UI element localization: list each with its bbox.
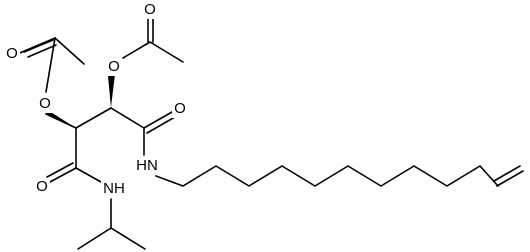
bond-isopropyl-methyl-a bbox=[77, 227, 112, 250]
atom-nh-amide-bottom: NH bbox=[103, 180, 125, 197]
stereo-wedges bbox=[43, 76, 114, 128]
atom-labels: O O O O O HN O NH bbox=[4, 1, 188, 198]
bond-terminal-alkene-b bbox=[493, 165, 521, 182]
label-mask-o-ester-left bbox=[37, 95, 53, 113]
atom-o-acetyl-carbonyl-left: O bbox=[6, 45, 18, 62]
bond-acetyl-c-methyl-top bbox=[149, 41, 184, 63]
bond-acetyl-c-o-double-left-a bbox=[23, 39, 54, 53]
label-mask-o-amide-right bbox=[172, 100, 188, 118]
bond-amide-c-n-bottom bbox=[75, 167, 102, 183]
bond-acetyl-c-ester-o-left bbox=[45, 37, 56, 93]
atom-o-acetyl-carbonyl-top: O bbox=[144, 1, 156, 18]
label-mask-o-acetyl-carbonyl-top bbox=[142, 1, 158, 19]
bond-ch-amide-c-right bbox=[110, 107, 145, 129]
bond-acetyl-c-ester-o-top bbox=[122, 41, 151, 59]
bond-ch-ch bbox=[75, 107, 112, 129]
bond-terminal-alkene-a bbox=[496, 170, 524, 187]
atom-o-amide-right: O bbox=[174, 100, 186, 117]
bond-undecenyl-chain bbox=[155, 164, 499, 187]
atom-nh-amide-right: HN bbox=[136, 157, 158, 174]
bond-amide-c-o-double-right-a bbox=[143, 111, 173, 129]
label-mask-o-ester-top bbox=[106, 58, 122, 76]
atom-o-ester-left: O bbox=[39, 95, 51, 112]
atom-o-ester-top: O bbox=[108, 58, 120, 75]
bond-amide-c-o-double-bottom-b bbox=[46, 162, 74, 178]
bond-ester-o-ch-left bbox=[45, 113, 77, 129]
bond-isopropyl-methyl-b bbox=[110, 227, 146, 250]
stereo-wedge-left bbox=[43, 111, 76, 128]
bond-network bbox=[7, 17, 524, 250]
label-mask-nh-amide-right bbox=[134, 157, 160, 175]
bond-acetyl-c-o-double-left-b bbox=[27, 44, 57, 58]
bond-acetyl-c-methyl-left bbox=[54, 37, 85, 65]
label-mask-o-acetyl-carbonyl-left bbox=[4, 45, 20, 63]
bond-amide-c-o-double-right-b bbox=[146, 116, 176, 134]
atom-o-amide-bottom: O bbox=[36, 178, 48, 195]
label-mask-nh-amide-bottom bbox=[101, 180, 127, 198]
bond-amide-c-o-double-bottom-a bbox=[49, 167, 77, 183]
stereo-wedge-top bbox=[108, 76, 114, 108]
label-mask-o-amide-bottom bbox=[34, 178, 50, 196]
